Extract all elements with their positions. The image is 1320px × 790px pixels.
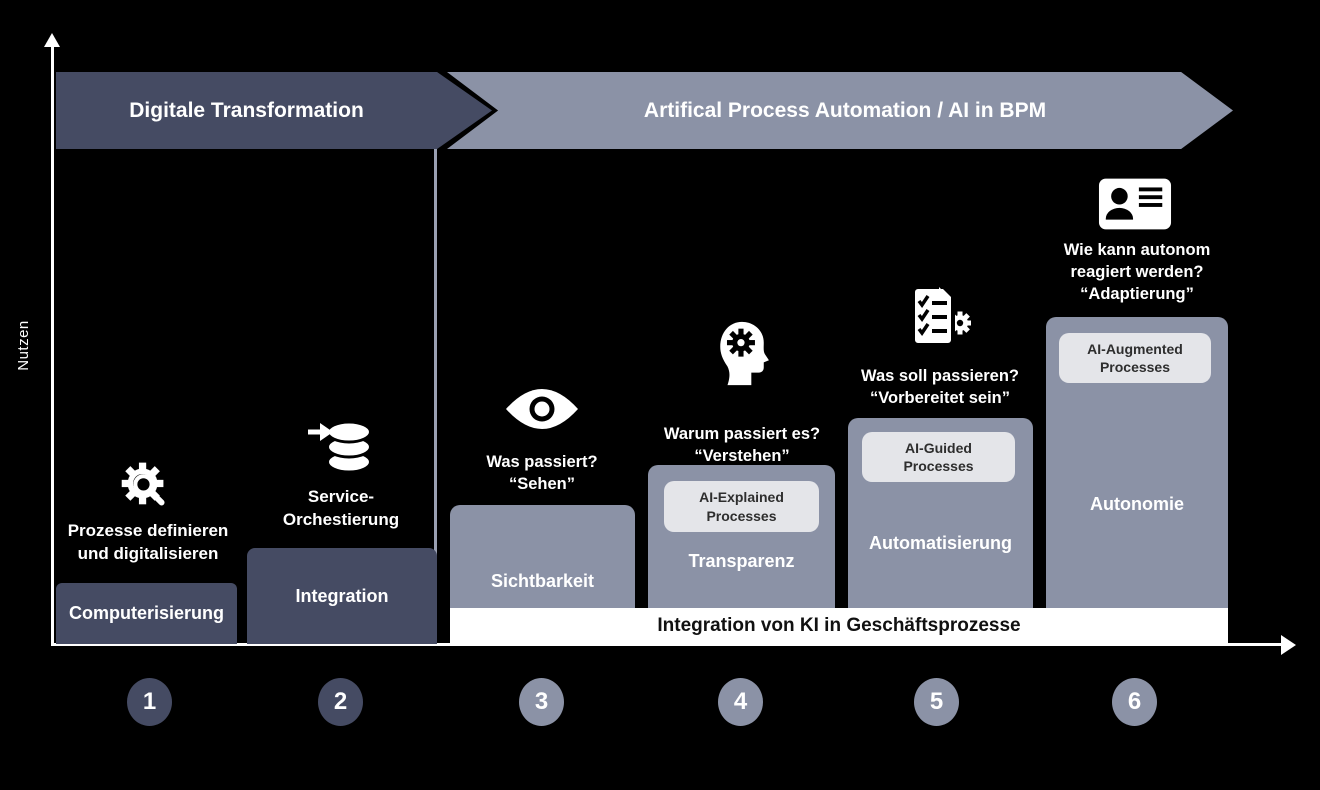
stage6-question: Wie kann autonom reagiert werden? xyxy=(1063,241,1211,281)
stage5-number-circle: 5 xyxy=(914,678,959,726)
stage1-box: Computerisierung xyxy=(56,583,237,644)
stage3-motto: “Sehen” xyxy=(508,474,576,493)
stage4-question: Warum passiert es? xyxy=(663,425,821,443)
stage5-motto: “Vorbereitet sein” xyxy=(870,388,1010,407)
bottom-bar-label: Integration von KI in Geschäftsprozesse xyxy=(657,614,1021,636)
stage6-box-label: Autonomie xyxy=(1090,494,1184,514)
stage2-box-label: Integration xyxy=(295,585,389,606)
y-axis-label-wrap: Nutzen xyxy=(12,255,34,435)
y-axis-line xyxy=(51,46,54,646)
checklist-gear-icon xyxy=(903,284,972,350)
stage1-box-label: Computerisierung xyxy=(68,603,224,623)
banner-digitale-transformation: Digitale Transformation xyxy=(56,72,492,149)
database-arrow-icon xyxy=(308,419,374,477)
stage6-number-circle: 6 xyxy=(1112,678,1157,726)
stage5-badge: AI-Guided Processes xyxy=(862,432,1015,482)
stage2-description: Service- Orchestierung xyxy=(282,487,400,529)
id-card-icon xyxy=(1098,177,1172,231)
stage5-box-label: Automatisierung xyxy=(868,533,1012,553)
stage4-motto: “Verstehen” xyxy=(694,446,790,465)
stage4-number-circle: 4 xyxy=(718,678,763,726)
stage5-question-block: Was soll passieren? “Vorbereitet sein” xyxy=(846,366,1034,410)
stage3-box-label: Sichtbarkeit xyxy=(490,571,595,591)
stage4-box-label: Transparenz xyxy=(688,551,795,571)
stage2-box: Integration xyxy=(247,548,437,644)
head-gear-icon xyxy=(713,318,771,388)
banner-ai-in-bpm: Artifical Process Automation / AI in BPM xyxy=(447,72,1233,149)
stage3-number-circle: 3 xyxy=(519,678,564,726)
left-section-right-border xyxy=(434,149,437,644)
y-axis-arrowhead-icon xyxy=(44,33,60,47)
x-axis-line xyxy=(51,643,1283,646)
stage1-description: Prozesse definieren und digitalisieren xyxy=(67,521,229,563)
banner-right-label: Artifical Process Automation / AI in BPM xyxy=(643,98,1047,122)
stage6-badge: AI-Augmented Processes xyxy=(1059,333,1211,383)
stage3-box: Sichtbarkeit xyxy=(450,505,635,608)
stage6-motto: “Adaptierung” xyxy=(1080,284,1194,303)
stage5-question: Was soll passieren? xyxy=(860,367,1020,385)
stage3-question-block: Was passiert? “Sehen” xyxy=(452,452,632,496)
stage2-number-circle: 2 xyxy=(318,678,363,726)
y-axis-label: Nutzen xyxy=(14,319,32,371)
x-axis-arrowhead-icon xyxy=(1281,634,1296,655)
stage4-question-block: Warum passiert es? “Verstehen” xyxy=(650,424,834,468)
stage3-question: Was passiert? xyxy=(486,453,598,471)
stage1-number-circle: 1 xyxy=(127,678,172,726)
bottom-bar: Integration von KI in Geschäftsprozesse xyxy=(450,608,1228,643)
gear-magnifier-icon xyxy=(119,458,177,518)
stage4-badge: AI-Explained Processes xyxy=(664,481,819,532)
banner-left-label: Digitale Transformation xyxy=(129,98,364,122)
eye-icon xyxy=(504,386,580,432)
stage6-question-block: Wie kann autonom reagiert werden? “Adapt… xyxy=(1044,240,1230,305)
